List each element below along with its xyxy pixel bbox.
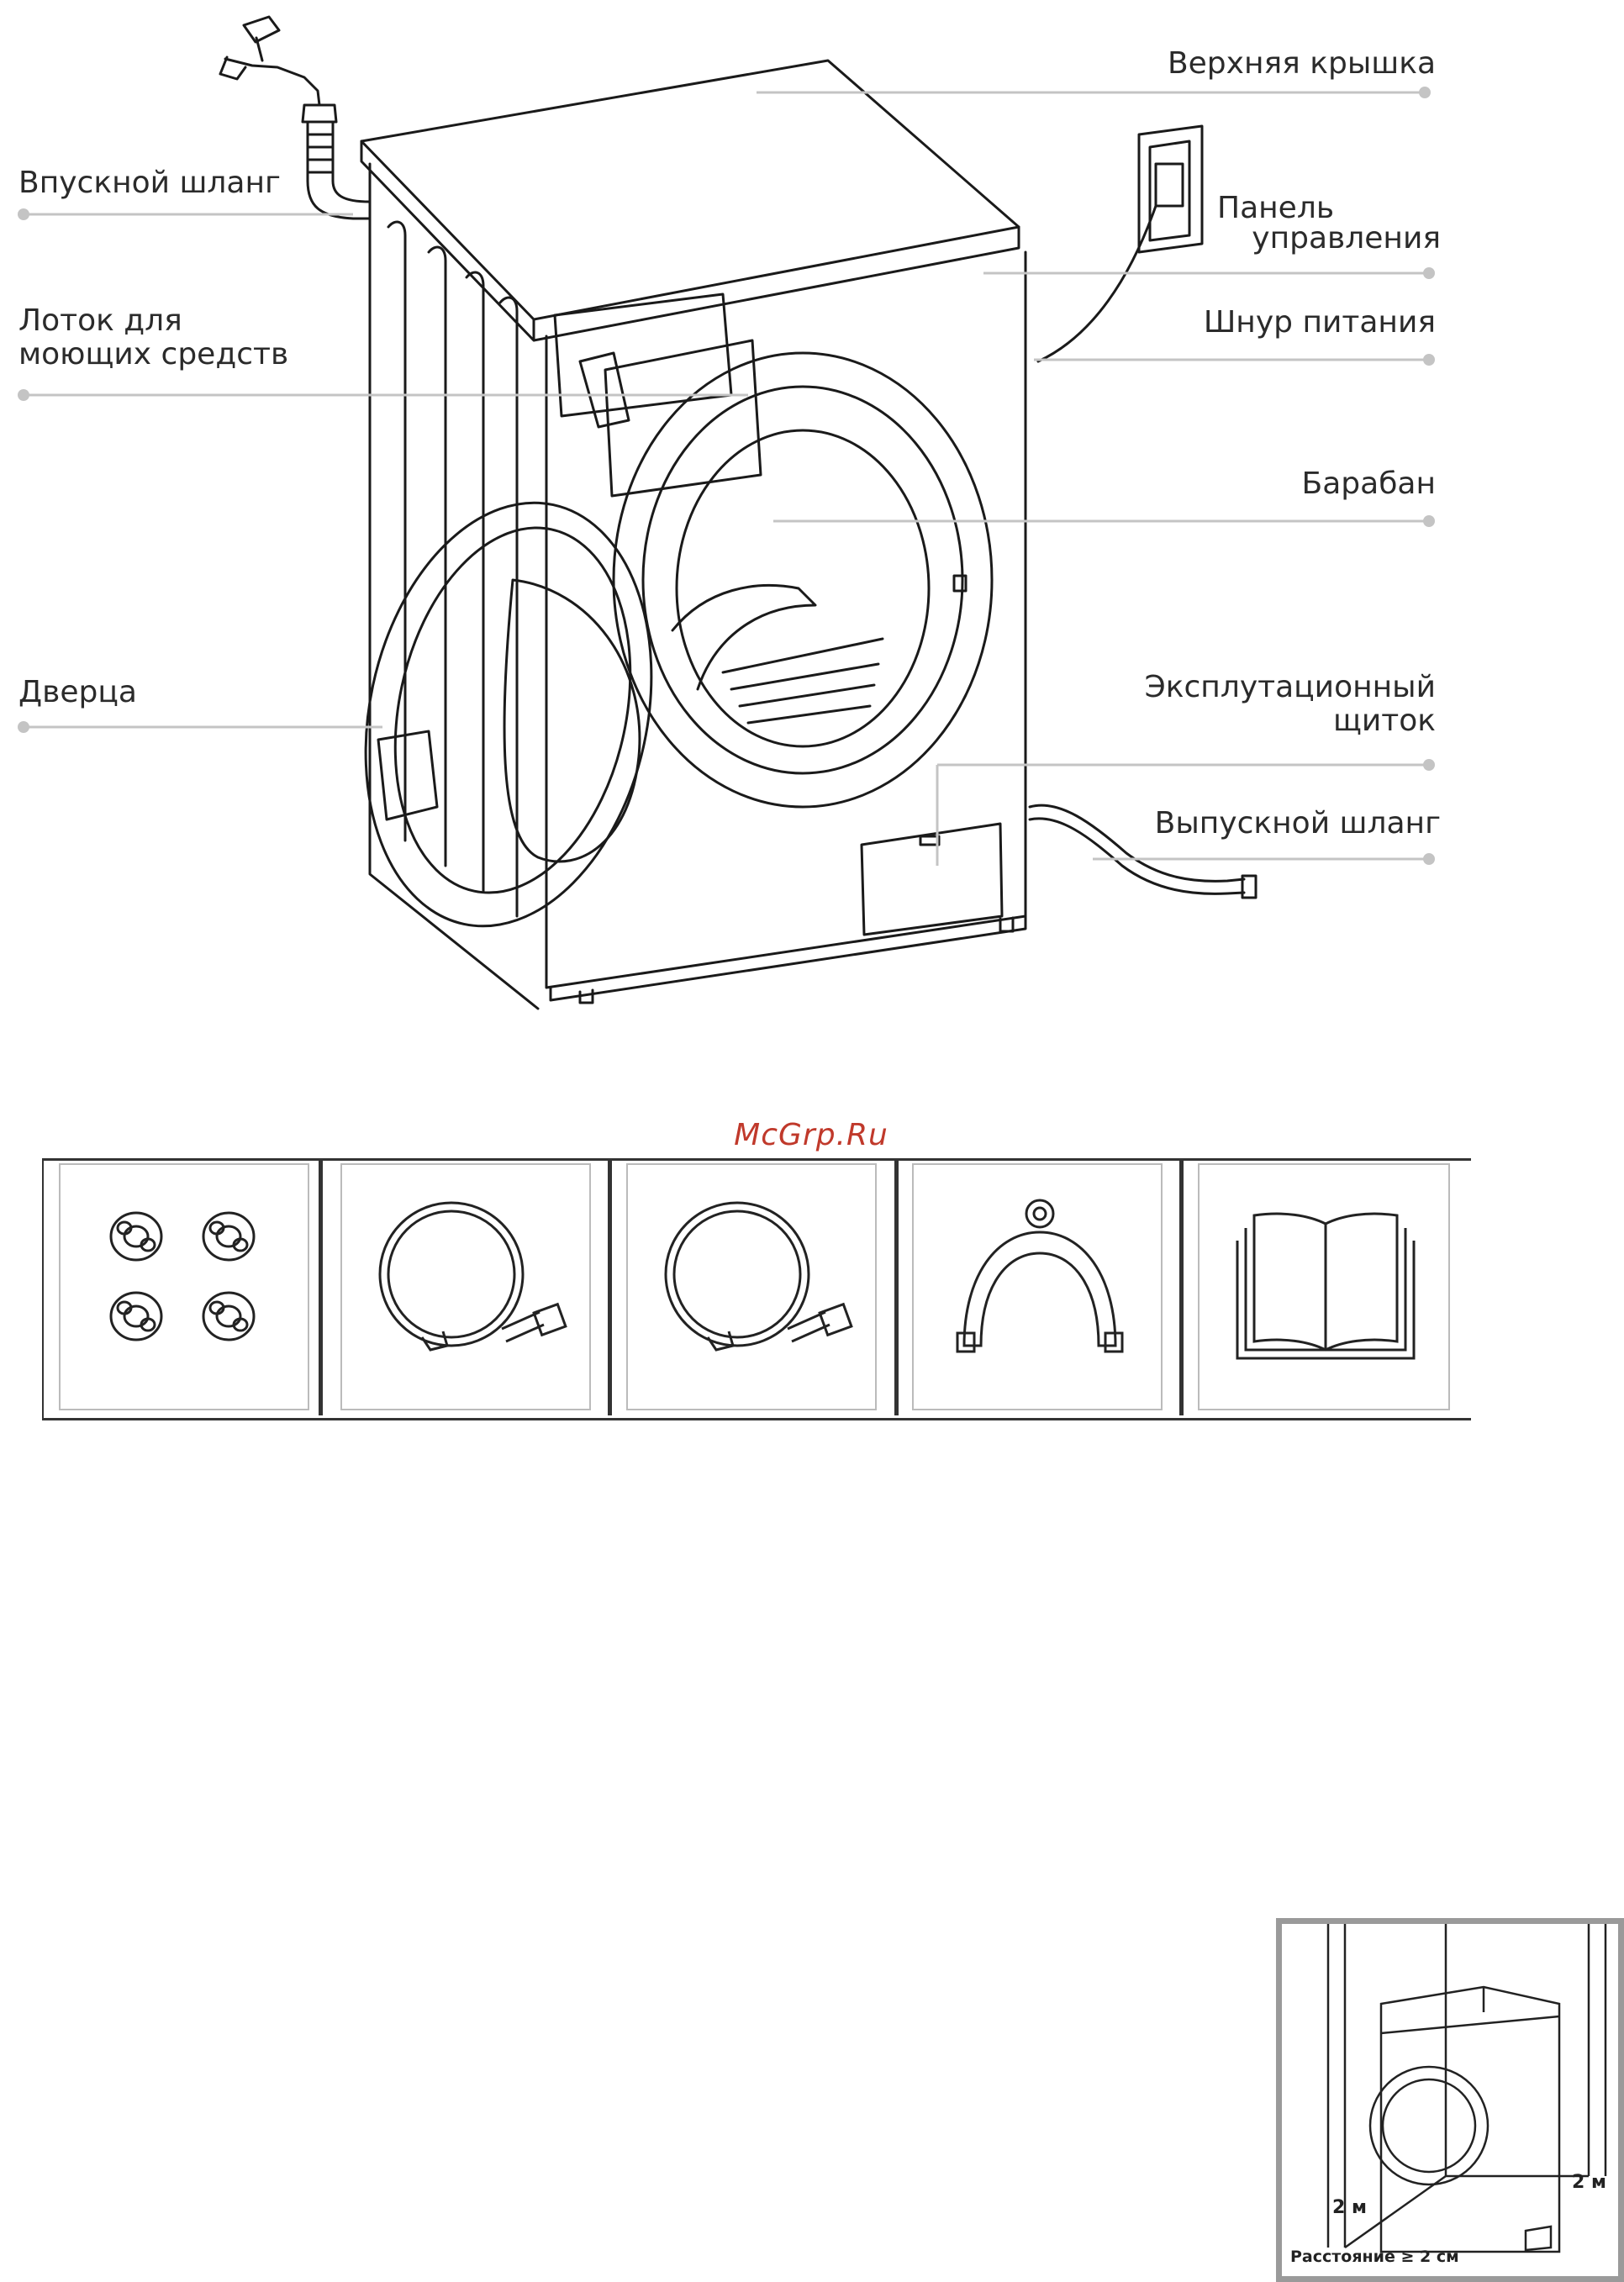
- label-service-panel-line2: щиток: [1333, 704, 1436, 738]
- label-top-cover: Верхняя крышка: [1168, 47, 1436, 81]
- label-inlet-hose: Впускной шланг: [18, 166, 281, 200]
- accessory-cell-drain-hose-kit: [626, 1163, 877, 1410]
- placement-inset: 2 м 2 м Расстояние ≥ 2 см: [1276, 1918, 1624, 2282]
- accessory-cell-manual: [1198, 1163, 1450, 1410]
- accessory-cell-inlet-hose: [340, 1163, 591, 1410]
- anti-vibration-feet-icon: [61, 1165, 308, 1409]
- service-panel-outline: [862, 824, 1002, 935]
- label-detergent-tray-line2: моющих средств: [18, 338, 288, 372]
- watermark: McGrp.Ru: [723, 1118, 899, 1152]
- label-door: Дверца: [18, 676, 137, 709]
- accessories-separator: [894, 1158, 899, 1415]
- u-bracket-icon: [914, 1165, 1161, 1409]
- accessories-separator: [319, 1158, 323, 1415]
- label-drum: Барабан: [1302, 467, 1436, 501]
- placement-diagram: [1282, 1924, 1618, 2276]
- hose-coil-icon: [628, 1165, 875, 1409]
- right-distance-label: 2 м: [1572, 2172, 1606, 2193]
- label-drain-hose: Выпускной шланг: [1155, 807, 1441, 841]
- drum-outline: [614, 353, 992, 807]
- top-cover-outline: [361, 61, 1019, 319]
- power-socket-icon: [1038, 126, 1202, 361]
- manual-book-icon: [1200, 1165, 1448, 1409]
- detergent-tray-outline: [555, 294, 731, 416]
- accessory-cell-feet: [59, 1163, 309, 1410]
- inlet-hose-icon: [342, 1165, 589, 1409]
- label-power-cord: Шнур питания: [1204, 306, 1436, 340]
- label-control-panel-line1: Панель: [1217, 192, 1334, 225]
- accessories-separator: [608, 1158, 612, 1415]
- accessories-separator: [1179, 1158, 1184, 1415]
- clearance-label: Расстояние ≥ 2 см: [1290, 2248, 1459, 2266]
- label-service-panel-line1: Эксплутационный: [1145, 671, 1436, 704]
- door-outline: [329, 476, 689, 952]
- label-control-panel-line2: управления: [1252, 222, 1441, 256]
- label-detergent-tray-line1: Лоток для: [18, 304, 182, 338]
- accessory-cell-hose-bracket: [912, 1163, 1163, 1410]
- left-distance-label: 2 м: [1332, 2197, 1367, 2218]
